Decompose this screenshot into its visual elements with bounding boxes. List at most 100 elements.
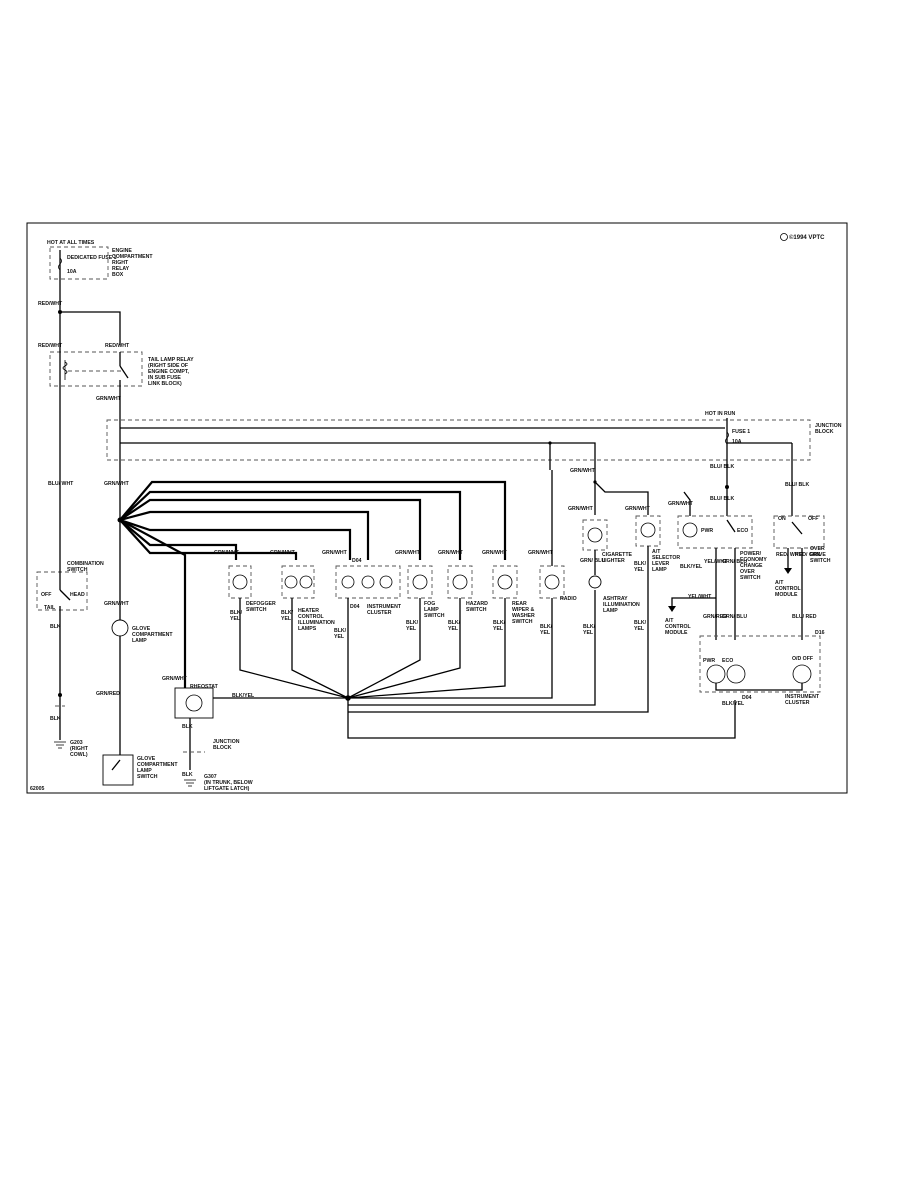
wire-label-grn-wht-l: GRN/WHT (570, 468, 596, 474)
sw-pwr: PWR (701, 528, 713, 534)
radio-wire-1: BLK/ (540, 624, 553, 630)
pwr-sw-3: CHANGE (740, 563, 763, 569)
relay-name-4: IN SUB FUSE (148, 375, 181, 381)
hazard-wire-2: YEL (448, 626, 459, 632)
wiper-label-2: WIPER & (512, 607, 534, 613)
pwr-indicator-icon (706, 664, 726, 684)
heater-label-2: CONTROL (298, 614, 324, 620)
fuse-run-amps: 10A (732, 439, 742, 445)
defogger-lamp-icon (232, 574, 248, 590)
wire-label-grn-wht-b: GRN/WHT (104, 481, 130, 487)
jb-label-mini-2: BLOCK (213, 745, 232, 751)
heater-label-4: LAMPS (298, 626, 317, 632)
ic-right-2: CLUSTER (785, 700, 810, 706)
pwr-sw-4: OVER (740, 569, 755, 575)
cluster-label-2: CLUSTER (367, 610, 392, 616)
fog-wire-1: BLK/ (406, 620, 419, 626)
heater-label-3: ILLUMINATION (298, 620, 335, 626)
od-off: OFF (808, 516, 818, 522)
relay-name-1: TAIL LAMP RELAY (148, 357, 194, 363)
rheostat (174, 687, 214, 719)
hot-in-run: HOT IN RUN (705, 411, 736, 417)
relay-box-loc-2: COMPARTMENT (112, 254, 153, 260)
wire-red-wht: RED/ WHT (776, 552, 802, 558)
at-lamp-icon (640, 522, 656, 538)
lighter-lamp-icon (587, 527, 603, 543)
lighter-wire-2: YEL (583, 630, 594, 636)
radio-label: RADIO (560, 596, 577, 602)
wire-label-grn-wht-k: GRN/WHT (528, 550, 554, 556)
at-wire-4: YEL (634, 626, 645, 632)
heater-label-1: HEATER (298, 608, 319, 614)
g307-3: LIFTGATE LATCH) (204, 786, 250, 792)
fuse-1-label: DEDICATED FUSE 1 (67, 255, 117, 261)
heater-control-lamps (281, 565, 315, 599)
glove-switch-4: SWITCH (137, 774, 158, 780)
junction-block (106, 419, 811, 461)
wire-label-blu-blk-a: BLU/ BLK (710, 464, 734, 470)
pwr-sw-2: ECONOMY (740, 557, 767, 563)
fog-label-1: FOG (424, 601, 435, 607)
wire-label-blu-wht: BLU/ WHT (48, 481, 74, 487)
atcm-2-b: CONTROL (775, 586, 801, 592)
wiper-label-1: REAR (512, 601, 527, 607)
fuse-1-icon (58, 257, 62, 271)
od-off-indicator-icon (792, 664, 812, 684)
relay-name-2: (RIGHT SIDE OF (148, 363, 188, 369)
combination-switch-label-2: SWITCH (67, 567, 88, 573)
at-wire-3: BLK/ (634, 620, 647, 626)
ground-g203-icon (54, 741, 66, 749)
glove-switch (102, 754, 134, 786)
at-wire-2: YEL (634, 567, 645, 573)
od-sw-2: DRIVE (810, 552, 826, 558)
copyright: ©1994 VPTC (789, 234, 825, 241)
relay-box-loc-1: ENGINE (112, 248, 132, 254)
sw-eco: ECO (737, 528, 748, 534)
at-wire-1: BLK/ (634, 561, 647, 567)
pwr-sw-1: POWER/ (740, 551, 762, 557)
wire-red-grn: RED/ GRN (795, 552, 821, 558)
rear-wiper-lamp-icon (497, 574, 513, 590)
heater-wire-2: YEL (281, 616, 292, 622)
cluster-label-1: INSTRUMENT (367, 604, 402, 610)
wire-label-grn-wht-n: GRN/WHT (625, 506, 651, 512)
arrow-down-icon-1 (668, 606, 676, 612)
wire-yel-wht-2: YEL/WHT (688, 594, 712, 600)
ic-right-1: INSTRUMENT (785, 694, 820, 700)
ashtray-2: ILLUMINATION (603, 602, 640, 608)
conn-d04-c: D04 (742, 695, 752, 701)
defogger-switch (228, 565, 252, 599)
conn-d16: D16 (815, 630, 825, 636)
relay-box-loc-4: RELAY (112, 266, 130, 272)
figure-number: 62005 (30, 786, 45, 792)
overdrive-switch (773, 515, 825, 549)
ground-g307-icon (184, 779, 196, 787)
ashtray-lamp-icon (588, 575, 602, 589)
glove-switch-2: COMPARTMENT (137, 762, 178, 768)
g203-2: (RIGHT (70, 746, 89, 752)
wire-label-grn-wht-i: GRN/WHT (438, 550, 464, 556)
wire-label-grn-wht-m: GRN/WHT (568, 506, 594, 512)
wire-label-grn-wht-c: GRN/WHT (104, 601, 130, 607)
glove-lamp-2: COMPARTMENT (132, 632, 173, 638)
relay-box-loc-3: RIGHT (112, 260, 129, 266)
wire-label-blk-a: BLK (50, 624, 61, 630)
cluster-lamp-icon-3 (379, 575, 393, 589)
instrument-cluster-right (699, 635, 821, 693)
wire-label-blk-yel-rh: BLK/YEL (232, 693, 255, 699)
ind-pwr: PWR (703, 658, 715, 664)
rheostat-label: RHEOSTAT (190, 684, 219, 690)
at-label-2: SELECTOR (652, 555, 680, 561)
ind-eco: ECO (722, 658, 733, 664)
radio-wire-2: YEL (540, 630, 551, 636)
od-sw-3: SWITCH (810, 558, 831, 564)
relay-name-3: ENGINE COMPT, (148, 369, 189, 375)
heater-lamp-icon-2 (299, 575, 313, 589)
wire-label-red-wht-1: RED/WHT (38, 301, 63, 307)
lighter-label-1: CIGARETTE (602, 552, 633, 558)
fog-label-2: LAMP (424, 607, 439, 613)
wire-label-grn-blk: GRN/ BLU (580, 558, 605, 564)
lighter-wire-1: BLK/ (583, 624, 596, 630)
atcm-1-b: CONTROL (665, 624, 691, 630)
